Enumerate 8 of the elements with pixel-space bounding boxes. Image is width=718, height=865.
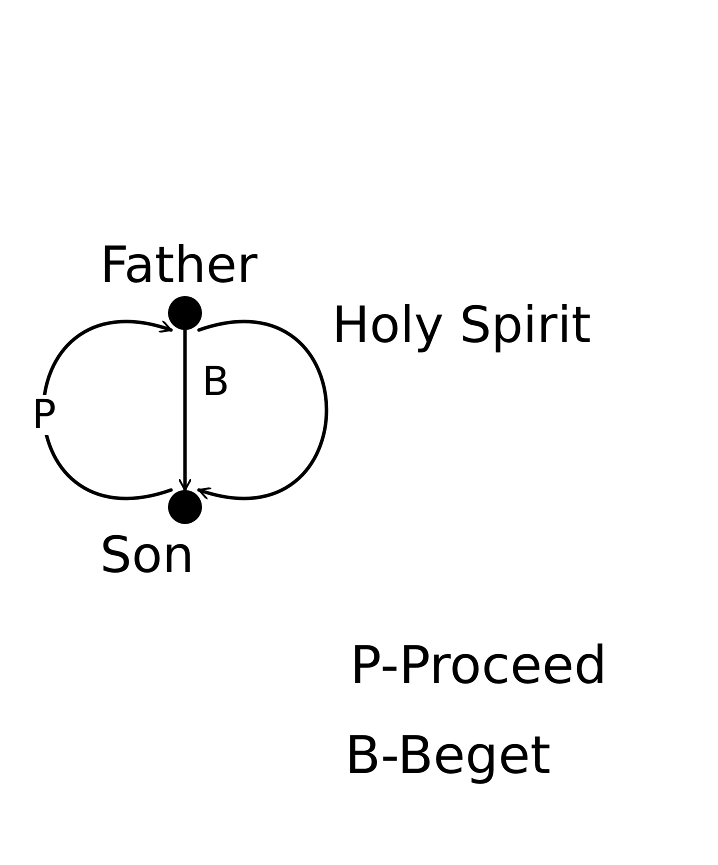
- node-label: Son: [100, 530, 194, 580]
- arrow: [178, 328, 192, 492]
- node-label: Father: [100, 240, 258, 290]
- legend-note: P-Proceed: [350, 640, 608, 692]
- legend-note: B-Beget: [345, 730, 551, 782]
- arrow: [197, 320, 328, 500]
- circle-label: Holy Spirit: [332, 300, 591, 350]
- arrow: [42, 320, 173, 500]
